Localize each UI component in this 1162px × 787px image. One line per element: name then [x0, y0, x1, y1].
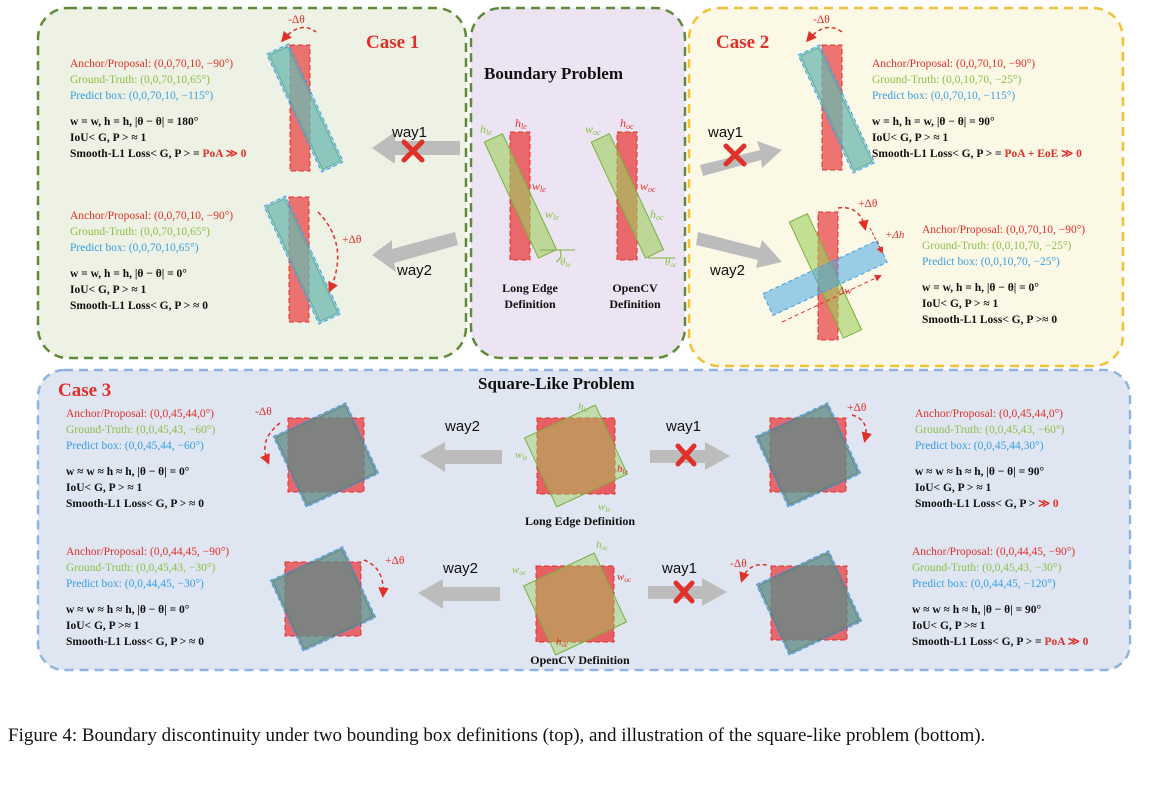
c2-minus-dtheta: -Δθ [813, 14, 830, 26]
c1-way2-arrow [372, 232, 458, 272]
case3-label: Case 3 [58, 380, 112, 401]
c3-tr-boxes [754, 402, 872, 508]
c2-way2-label: way2 [710, 262, 746, 279]
boundary-long-edge-figure [483, 131, 575, 263]
c3-br-text: Anchor/Proposal: (0,0,44,45, −90°) Groun… [912, 546, 1089, 648]
c3-way2-top-arrow [420, 442, 502, 472]
c2-plus-dtheta: +Δθ [858, 198, 878, 210]
c3-center-top-boxes [523, 404, 629, 508]
c3-label-h-le-top: hle [578, 401, 589, 414]
c2-way1-text: Anchor/Proposal: (0,0,70,10, −90°) Groun… [872, 58, 1082, 160]
c3-center-bottom-boxes [522, 552, 628, 656]
c3-way2-bottom-arrow [418, 579, 500, 609]
c2-label-plus-dh: +Δh [885, 229, 905, 241]
c1-plus-dtheta: +Δθ [342, 234, 362, 246]
opencv-definition-bottom: OpenCV Definition [530, 653, 630, 667]
c2-way2-boxes [762, 206, 888, 341]
case2-panel [687, 6, 1125, 368]
boundary-opencv-figure [590, 131, 675, 261]
square-like-title: Square-Like Problem [478, 374, 635, 393]
c3-tr-plus-dtheta: +Δθ [847, 402, 867, 414]
diagram-canvas: hle hle wle wle θle woc hoc woc hoc θoc [36, 6, 1132, 672]
c3-way2-bottom-label: way2 [443, 560, 479, 577]
c3-way1-top-arrow [650, 442, 730, 470]
c1-way2-text: Anchor/Proposal: (0,0,70,10, −90°) Groun… [70, 210, 234, 312]
label-theta-le: θle [560, 256, 570, 269]
c3-bl-boxes [269, 546, 389, 652]
figure: hle hle wle wle θle woc hoc woc hoc θoc [36, 6, 1132, 672]
boundary-title: Boundary Problem [484, 64, 624, 83]
c2-label-dw: Δw [837, 285, 852, 297]
c3-tl-text: Anchor/Proposal: (0,0,45,44,0°) Ground-T… [66, 408, 216, 510]
c3-way1-top-label: way1 [666, 418, 702, 435]
c1-minus-dtheta: -Δθ [288, 14, 305, 26]
c3-way1-bottom-arrow [648, 578, 727, 606]
long-edge-definition-bottom: Long Edge Definition [524, 514, 635, 528]
boundary-panel [469, 6, 687, 360]
c3-br-minus-dtheta: -Δθ [730, 558, 747, 570]
c2-way1-arrow [700, 141, 782, 176]
c3-bl-text: Anchor/Proposal: (0,0,44,45, −90°) Groun… [66, 546, 230, 648]
c2-way1-boxes [797, 26, 876, 174]
c3-br-boxes [739, 550, 863, 656]
case2-label: Case 2 [716, 32, 770, 53]
c3-tr-text: Anchor/Proposal: (0,0,45,44,0°) Ground-T… [915, 408, 1065, 510]
c1-way1-boxes [265, 26, 345, 173]
case1-label: Case 1 [366, 32, 420, 53]
c2-way1-label: way1 [708, 124, 744, 141]
c1-way2-boxes [263, 195, 342, 325]
figure-caption: Figure 4: Boundary discontinuity under t… [8, 725, 986, 746]
c2-way2-text: Anchor/Proposal: (0,0,70,10, −90°) Groun… [922, 224, 1086, 326]
c3-tl-boxes [260, 402, 380, 508]
c2-way2-arrow [696, 232, 782, 268]
c3-label-h-le-right: hle [617, 463, 628, 476]
c1-way1-text: Anchor/Proposal: (0,0,70,10, −90°) Groun… [70, 58, 247, 160]
c1-way2-label: way2 [397, 262, 433, 279]
c3-way1-bottom-label: way1 [662, 560, 698, 577]
c3-way2-top-label: way2 [445, 418, 481, 435]
c1-way1-arrow [372, 132, 460, 164]
c3-bl-plus-dtheta: +Δθ [385, 555, 405, 567]
c1-way1-label: way1 [392, 124, 428, 141]
case1-panel [36, 6, 468, 360]
c3-tl-minus-dtheta: -Δθ [255, 406, 272, 418]
